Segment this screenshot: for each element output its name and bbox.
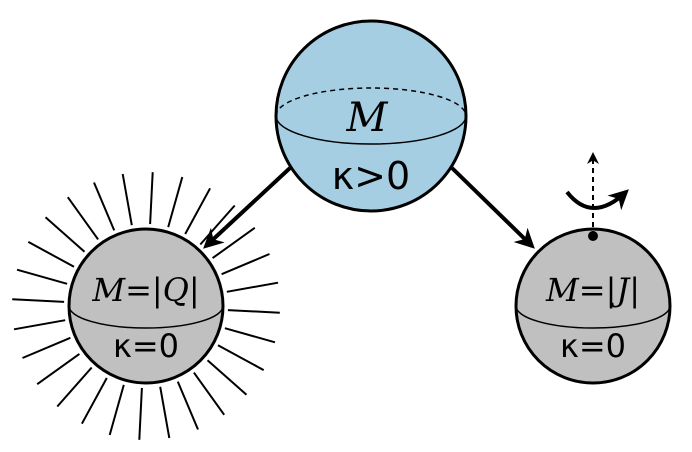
field-line: [227, 309, 280, 314]
field-line: [81, 377, 108, 425]
field-line: [12, 298, 65, 303]
field-line: [221, 253, 270, 276]
field-line: [13, 319, 66, 331]
rotation-axis-icon: [565, 152, 629, 241]
field-line: [44, 216, 86, 253]
field-line: [138, 387, 143, 440]
charged-sphere-kappa-label: κ=0: [113, 327, 179, 365]
top-sphere-equator-back: [275, 87, 467, 117]
field-line: [66, 196, 99, 240]
top-sphere-mass-label: M: [346, 95, 389, 141]
rotation-axis-dot: [588, 231, 598, 241]
field-line: [226, 281, 279, 293]
field-line: [212, 226, 256, 259]
field-line: [149, 172, 154, 225]
field-line: [217, 344, 265, 371]
field-line: [224, 327, 276, 344]
field-line: [36, 353, 80, 386]
charged-sphere-mass-label: M=|Q|: [91, 271, 199, 309]
top-sphere-equator-front: [275, 115, 467, 145]
rotating-sphere: M=|J| κ=0: [514, 227, 672, 385]
field-line: [176, 381, 199, 430]
arrow-to-rotating-sphere: [450, 166, 535, 249]
field-line: [93, 182, 116, 231]
arrow-to-charged-sphere: [203, 166, 292, 249]
field-line: [167, 176, 184, 228]
field-line: [27, 241, 75, 268]
charged-sphere-equator-front: [68, 305, 224, 329]
top-sphere-kappa-label: κ>0: [332, 154, 410, 198]
top-sphere: M κ>0: [274, 19, 468, 213]
field-line: [22, 336, 71, 359]
field-line: [193, 372, 226, 416]
field-line: [184, 187, 211, 235]
field-line: [16, 268, 68, 285]
field-line: [108, 384, 125, 436]
rotation-curl-arrow-icon: [565, 189, 629, 211]
field-line: [121, 173, 133, 226]
electric-field-lines: [12, 172, 280, 440]
field-line: [206, 359, 248, 396]
rotating-sphere-equator-front: [515, 305, 671, 329]
charged-sphere: M=|Q| κ=0: [67, 227, 225, 385]
rotating-sphere-kappa-label: κ=0: [560, 327, 626, 365]
field-line: [159, 386, 171, 439]
field-line: [56, 366, 93, 408]
rotating-sphere-mass-label: M=|J|: [545, 271, 640, 309]
